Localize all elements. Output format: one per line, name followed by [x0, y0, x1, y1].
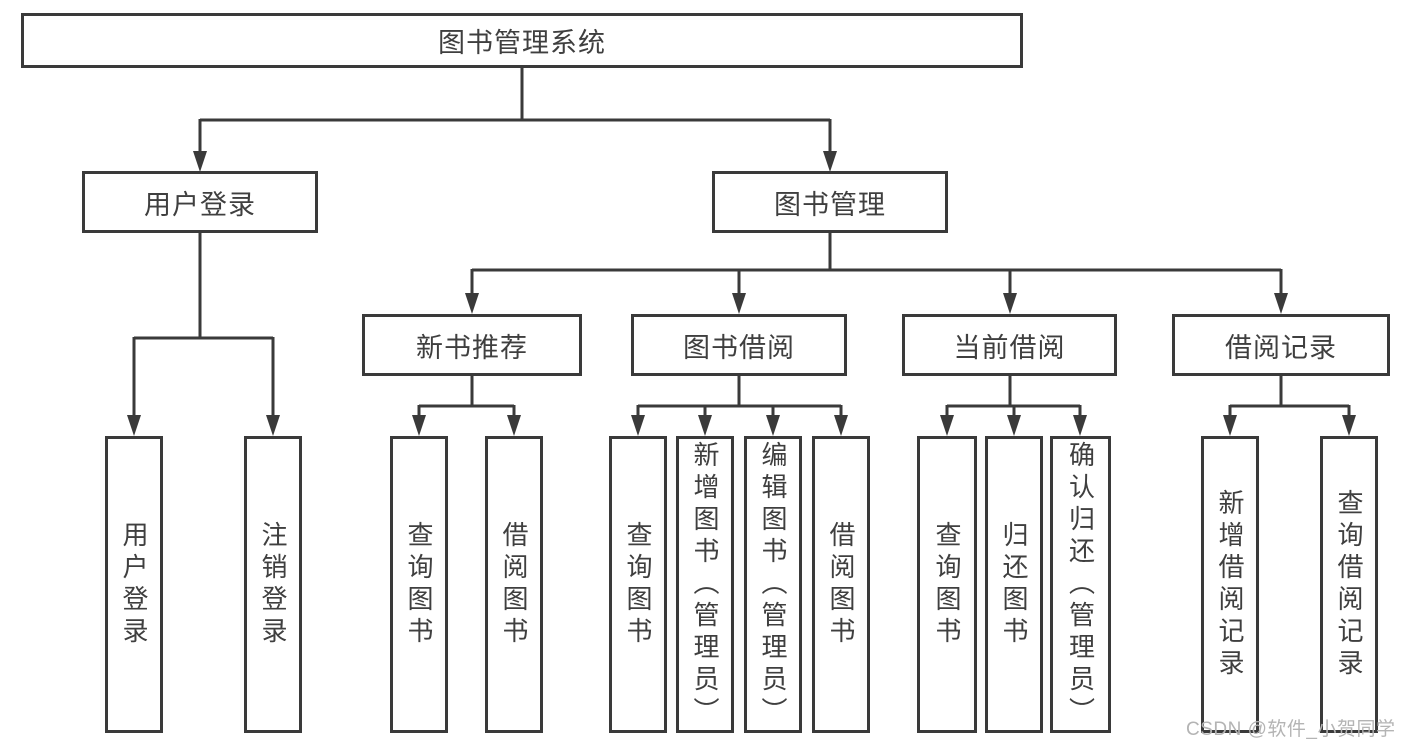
- leaf-bookborrow-borrow: 借阅图书: [812, 436, 870, 733]
- arrowhead: [1274, 293, 1288, 314]
- node-root-label: 图书管理系统: [438, 28, 606, 58]
- node-book-borrow: 图书借阅: [631, 314, 847, 376]
- leaf-bookborrow-query-label: 查询图书: [623, 520, 653, 649]
- leaf-newbooks-borrow: 借阅图书: [485, 436, 543, 733]
- node-borrow-records: 借阅记录: [1172, 314, 1390, 376]
- connector-user-login-to-leaves: [127, 233, 280, 436]
- leaf-newbooks-query-label: 查询图书: [404, 520, 434, 649]
- arrowhead: [1003, 293, 1017, 314]
- leaf-user-login: 用户登录: [105, 436, 163, 733]
- leaf-newbooks-borrow-label: 借阅图书: [499, 520, 529, 649]
- node-user-login-label: 用户登录: [144, 189, 256, 220]
- leaf-records-query: 查询借阅记录: [1320, 436, 1378, 733]
- node-current-borrow-label: 当前借阅: [953, 332, 1066, 363]
- leaf-user-login-label: 用户登录: [119, 520, 149, 649]
- arrowhead: [1342, 415, 1356, 436]
- leaf-bookborrow-add-admin-label: 新增图书（管理员）: [690, 440, 720, 729]
- leaf-logout: 注销登录: [244, 436, 302, 733]
- leaf-bookborrow-query: 查询图书: [609, 436, 667, 733]
- arrowhead: [698, 415, 712, 436]
- connector-borrow-records-to-leaves: [1223, 376, 1356, 436]
- leaf-records-add-label: 新增借阅记录: [1215, 488, 1245, 681]
- arrowhead: [507, 415, 521, 436]
- watermark: CSDN @软件_小贺同学: [1186, 719, 1396, 740]
- leaf-current-query: 查询图书: [917, 436, 977, 733]
- connector-current-borrow-to-leaves: [940, 376, 1087, 436]
- connector-book-management-to-level3: [465, 233, 1288, 314]
- arrowhead: [412, 415, 426, 436]
- leaf-records-query-label: 查询借阅记录: [1334, 488, 1364, 681]
- arrowhead: [1007, 415, 1021, 436]
- connector-new-books-to-leaves: [412, 376, 521, 436]
- leaf-records-add: 新增借阅记录: [1201, 436, 1259, 733]
- node-user-login: 用户登录: [82, 171, 318, 233]
- leaf-current-confirm-admin: 确认归还（管理员）: [1050, 436, 1111, 733]
- arrowhead: [940, 415, 954, 436]
- leaf-current-return-label: 归还图书: [999, 520, 1029, 649]
- arrowhead: [631, 415, 645, 436]
- arrowhead: [834, 415, 848, 436]
- leaf-logout-label: 注销登录: [258, 520, 288, 649]
- leaf-bookborrow-add-admin: 新增图书（管理员）: [676, 436, 734, 733]
- arrowhead: [1073, 415, 1087, 436]
- leaf-bookborrow-borrow-label: 借阅图书: [826, 520, 856, 649]
- leaf-current-confirm-admin-label: 确认归还（管理员）: [1065, 440, 1096, 729]
- leaf-current-query-label: 查询图书: [932, 520, 962, 649]
- node-root: 图书管理系统: [21, 13, 1023, 68]
- arrowhead: [1223, 415, 1237, 436]
- node-current-borrow: 当前借阅: [902, 314, 1117, 376]
- connector-book-borrow-to-leaves: [631, 376, 848, 436]
- arrowhead: [266, 415, 280, 436]
- node-new-book-recommend: 新书推荐: [362, 314, 582, 376]
- arrowhead: [732, 293, 746, 314]
- connector-root-to-level2: [193, 68, 837, 172]
- node-book-borrow-label: 图书借阅: [683, 332, 795, 363]
- node-book-management-label: 图书管理: [774, 189, 886, 220]
- leaf-bookborrow-edit-admin-label: 编辑图书（管理员）: [758, 440, 788, 729]
- arrowhead: [823, 151, 837, 172]
- arrowhead: [127, 415, 141, 436]
- leaf-newbooks-query: 查询图书: [390, 436, 448, 733]
- node-new-book-recommend-label: 新书推荐: [416, 332, 528, 363]
- leaf-bookborrow-edit-admin: 编辑图书（管理员）: [744, 436, 802, 733]
- leaf-current-return: 归还图书: [985, 436, 1043, 733]
- arrowhead: [465, 293, 479, 314]
- node-borrow-records-label: 借阅记录: [1225, 332, 1337, 363]
- arrowhead: [766, 415, 780, 436]
- arrowhead: [193, 151, 207, 172]
- node-book-management: 图书管理: [712, 171, 948, 233]
